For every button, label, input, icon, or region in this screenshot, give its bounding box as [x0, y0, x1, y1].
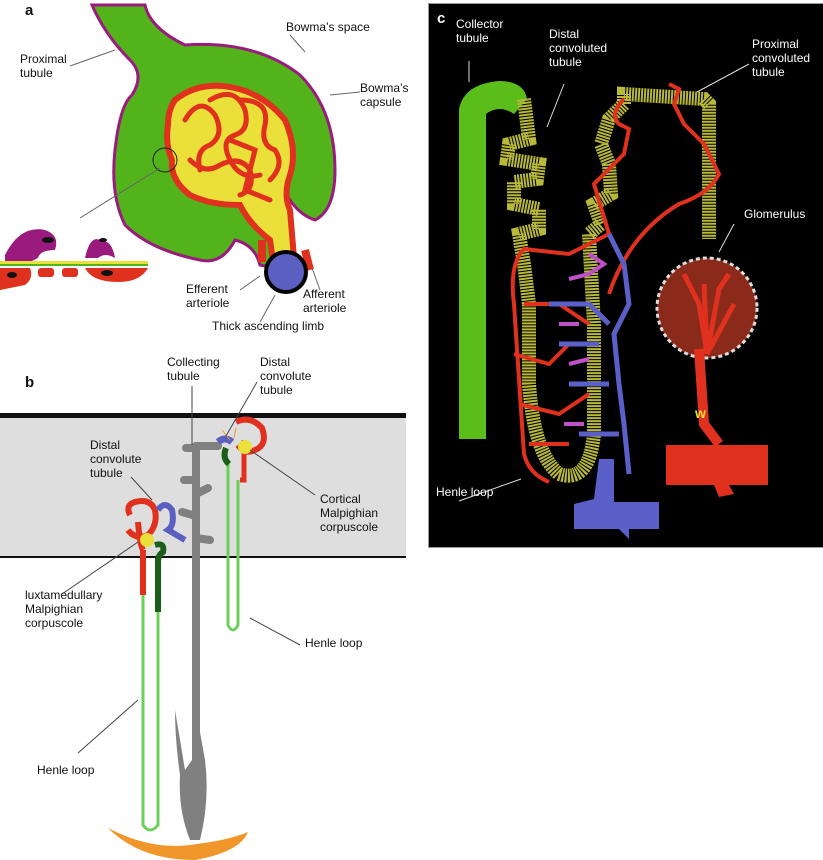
label-proximal-tubule: Proximal tubule [20, 52, 67, 80]
label-w-mark: w [695, 405, 706, 421]
leader-lines-a [69, 34, 361, 323]
label-henle-loop-right: Henle loop [305, 636, 363, 650]
panel-letter-a: a [25, 2, 34, 19]
label-bowmans-space: Bowma’s space [286, 20, 370, 34]
label-proximal-convoluted-tubule: Proximal convoluted tubule [752, 37, 811, 79]
purple-capillaries [559, 252, 608, 426]
afferent-vessel [694, 348, 723, 447]
afferent-arteriole [301, 249, 314, 271]
label-distal-convolute-tubule-top: Distal convolute tubule [260, 355, 312, 397]
leader-lines-c [458, 61, 750, 502]
thick-ascending-limb [264, 250, 308, 294]
cortical-nephron [215, 416, 267, 632]
cortex-band [0, 415, 406, 557]
label-bowmans-capsule: Bowma’s capsule [360, 81, 409, 109]
label-distal-convoluted-tubule: Distal convoluted tubule [549, 27, 608, 69]
panel-letter-c: c [437, 10, 446, 27]
zoom-circle [152, 147, 178, 173]
collector-tubule [459, 81, 527, 439]
distal-convoluted-tubule [499, 98, 629, 483]
glomerular-tuft [681, 272, 737, 356]
panel-c: c [428, 3, 823, 548]
label-glomerulus: Glomerulus [744, 207, 806, 221]
label-afferent-arteriole: Afferent arteriole [303, 287, 347, 315]
proximal-convoluted-tubule [617, 86, 716, 239]
label-collecting-tubule: Collecting tubule [167, 355, 220, 383]
label-cortical-malpighian-corpuscole: Cortical Malpighian corpuscole [320, 492, 379, 534]
label-efferent-arteriole: Efferent arteriole [186, 282, 230, 310]
label-juxtamedullary-malpighian-corpuscole: luxtamedullary Malpighian corpuscole [25, 588, 103, 630]
label-henle-loop: Henle loop [436, 485, 494, 499]
label-distal-convolute-tubule-left: Distal convolute tubule [90, 438, 142, 480]
vein-network [549, 232, 632, 475]
juxtamedullary-nephron [125, 498, 187, 832]
panel-a: a [0, 0, 420, 333]
capillary-loops [182, 91, 282, 203]
renal-corpuscle-diagram [0, 3, 361, 323]
cortex-bottom-border [0, 556, 406, 558]
collecting-duct-branches [175, 710, 207, 840]
panel-b: b [0, 330, 420, 860]
panel-letter-b: b [25, 374, 35, 391]
renal-vein-block [574, 459, 659, 539]
renal-papilla [108, 828, 248, 860]
collecting-duct [178, 442, 222, 794]
leader-lines-b [61, 381, 316, 754]
label-henle-loop-left: Henle loop [37, 763, 95, 777]
cortex-top-border [0, 413, 406, 418]
label-thick-ascending-limb: Thick ascending limb [212, 319, 325, 333]
nephron-position-diagram [0, 381, 406, 860]
label-collector-tubule: Collector tubule [456, 17, 504, 45]
renal-artery-block [666, 445, 768, 485]
podocyte-inset [0, 229, 148, 290]
nephron-microscopy-diagram [458, 61, 768, 539]
